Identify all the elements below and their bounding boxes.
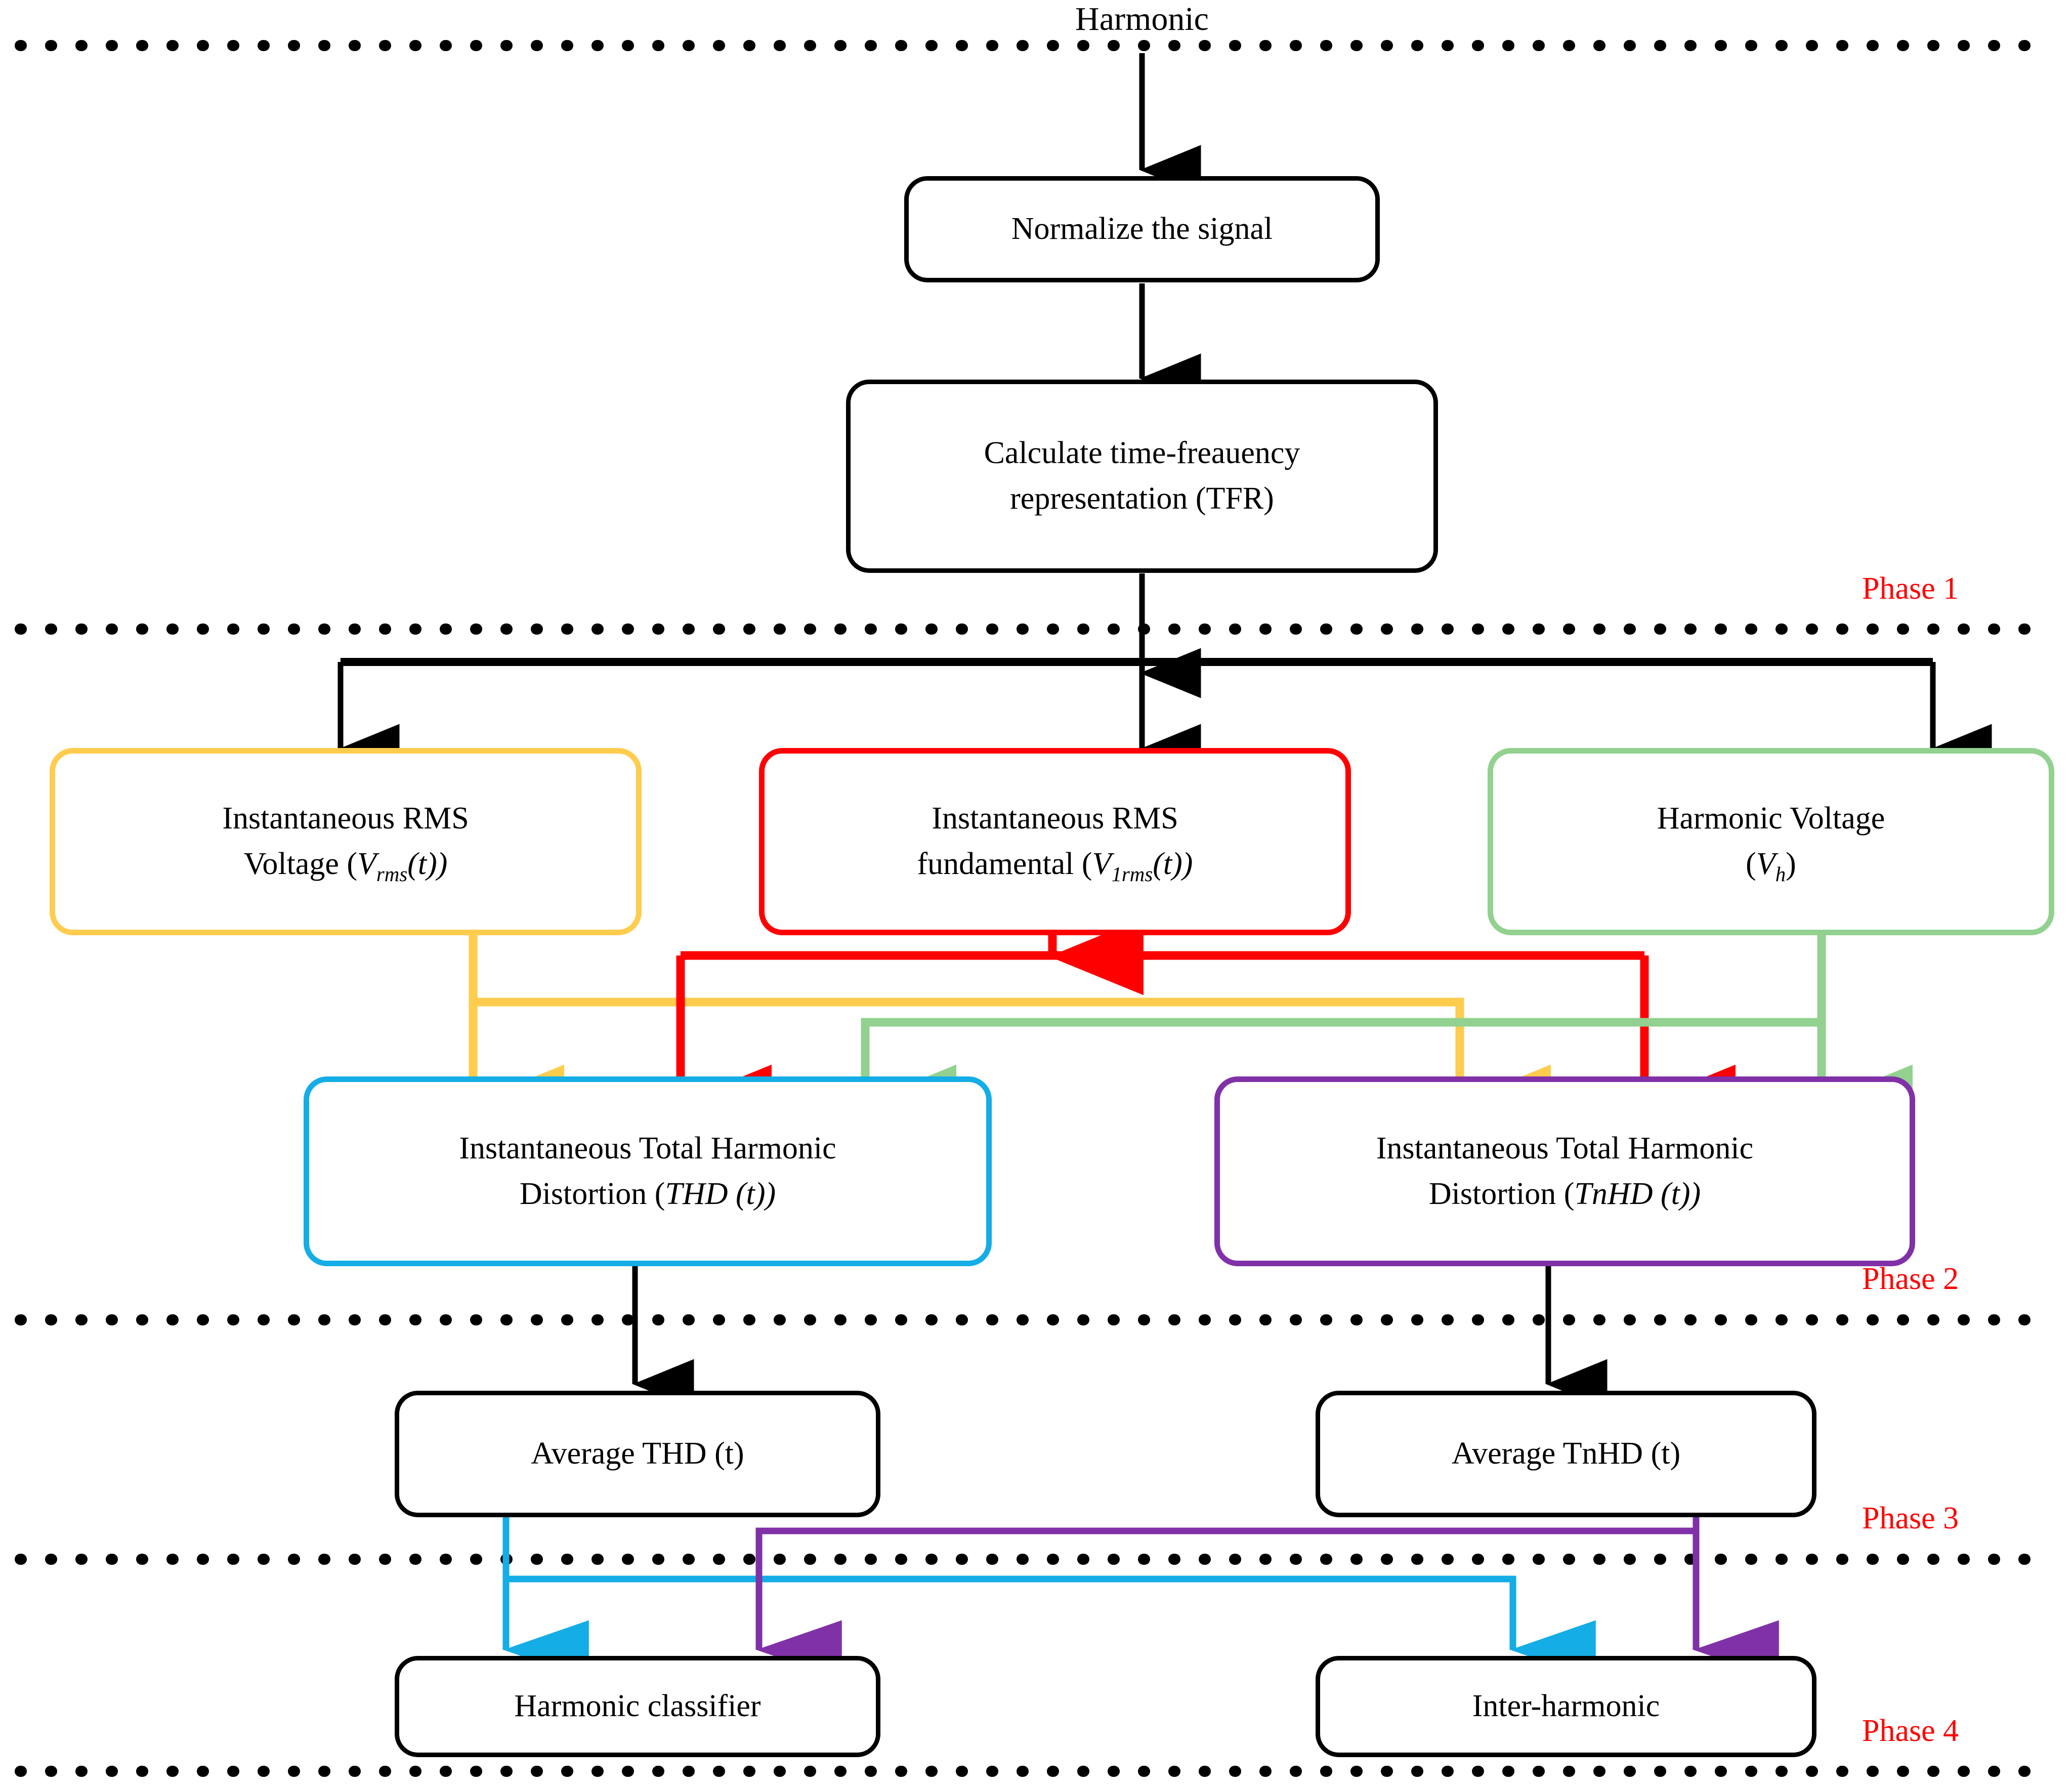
node-calculate-tfr[interactable]: Calculate time-freauency representation … xyxy=(846,380,1438,573)
node-average-thd[interactable]: Average THD (t) xyxy=(395,1391,880,1517)
phase-label-2: Phase 2 xyxy=(1862,1262,1959,1296)
node-average-tnhd[interactable]: Average TnHD (t) xyxy=(1316,1391,1816,1517)
node-instantaneous-thd[interactable]: Instantaneous Total Harmonic Distortion … xyxy=(304,1076,992,1266)
entry-label: Harmonic xyxy=(1075,1,1209,37)
phase-label-3: Phase 3 xyxy=(1862,1501,1959,1535)
edge-avgthd-to-interharmonic xyxy=(506,1575,1596,1680)
node-instantaneous-rms-voltage[interactable]: Instantaneous RMS Voltage (Vrms(t)) xyxy=(50,748,642,935)
edge-vh-to-thd xyxy=(861,1018,1822,1142)
edge-vrms-to-tnhd xyxy=(473,997,1551,1142)
node-normalize-the-signal[interactable]: Normalize the signal xyxy=(904,176,1380,282)
node-instantaneous-rms-fundamental[interactable]: Instantaneous RMS fundamental (V1rms(t)) xyxy=(759,748,1351,935)
phase-label-4: Phase 4 xyxy=(1862,1714,1959,1748)
node-inter-harmonic[interactable]: Inter-harmonic xyxy=(1316,1656,1816,1757)
node-harmonic-classifier[interactable]: Harmonic classifier xyxy=(395,1656,880,1757)
phase-label-1: Phase 1 xyxy=(1862,571,1959,606)
node-instantaneous-tnhd[interactable]: Instantaneous Total Harmonic Distortion … xyxy=(1214,1076,1915,1266)
node-harmonic-voltage[interactable]: Harmonic Voltage (Vh) xyxy=(1488,748,2054,935)
edge-avgtnhd-to-classifier xyxy=(755,1527,1696,1680)
